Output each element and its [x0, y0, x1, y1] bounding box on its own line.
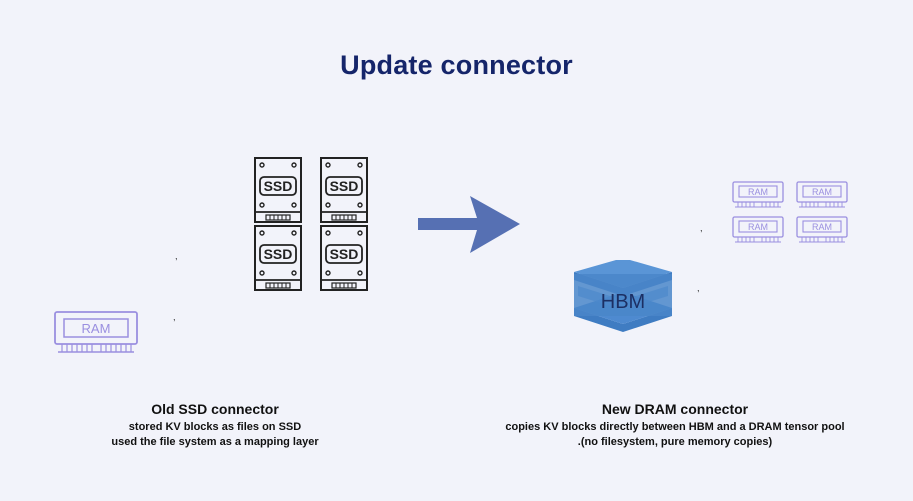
hbm-icon: HBM	[574, 260, 672, 332]
caption-line: copies KV blocks directly between HBM an…	[505, 421, 845, 433]
svg-text:SSD: SSD	[330, 178, 359, 194]
ram-icon: RAM	[732, 181, 784, 208]
svg-text:SSD: SSD	[330, 246, 359, 262]
connector-mark: ,	[700, 223, 703, 233]
svg-text:HBM: HBM	[601, 291, 645, 313]
svg-text:SSD: SSD	[264, 246, 293, 262]
ram-icon: RAM	[732, 216, 784, 243]
svg-text:RAM: RAM	[812, 222, 832, 232]
connector-mark: ,	[175, 251, 178, 261]
connector-mark: ,	[173, 312, 176, 322]
caption-line: .(no filesystem, pure memory copies)	[577, 436, 773, 448]
svg-text:SSD: SSD	[264, 178, 293, 194]
ssd-cluster: SSD SSD SSD SSD	[254, 157, 368, 291]
caption-line: stored KV blocks as files on SSD	[128, 421, 302, 433]
ssd-icon: SSD	[254, 157, 302, 223]
caption-line: used the file system as a mapping layer	[111, 436, 319, 448]
svg-text:RAM: RAM	[82, 321, 111, 336]
ram-icon: RAM	[54, 311, 138, 353]
ram-grid: RAM RAM RAM RAM	[732, 181, 848, 243]
page-title: Update connector	[340, 50, 573, 80]
caption-heading: Old SSD connector	[151, 401, 279, 417]
caption-heading: New DRAM connector	[601, 401, 749, 417]
new-connector-caption: New DRAM connector copies KV blocks dire…	[470, 401, 880, 450]
ssd-icon: SSD	[320, 157, 368, 223]
svg-text:RAM: RAM	[748, 222, 768, 232]
connector-mark: ,	[697, 283, 700, 293]
arrow-right-icon	[418, 196, 520, 253]
ssd-icon: SSD	[254, 225, 302, 291]
ram-icon: RAM	[796, 181, 848, 208]
old-connector-caption: Old SSD connector stored KV blocks as fi…	[70, 401, 360, 450]
ram-icon: RAM	[796, 216, 848, 243]
svg-text:RAM: RAM	[812, 187, 832, 197]
ssd-icon: SSD	[320, 225, 368, 291]
svg-text:RAM: RAM	[748, 187, 768, 197]
